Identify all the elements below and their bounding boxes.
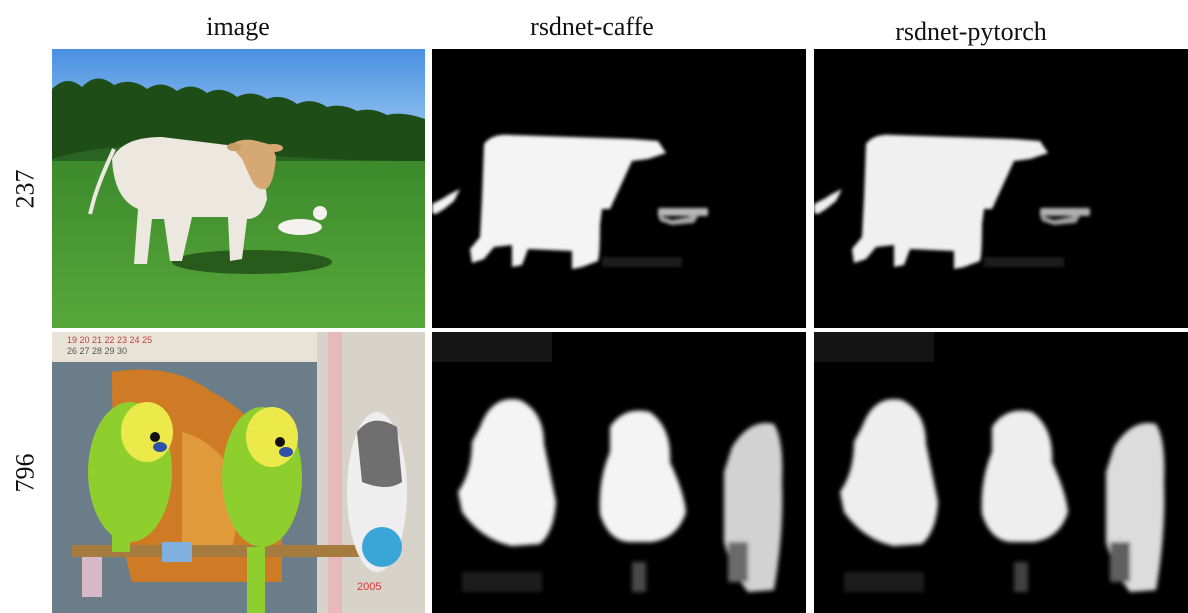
saliency-map-caffe-parakeets	[432, 332, 806, 613]
column-header-rsdnet-caffe: rsdnet-caffe	[530, 12, 654, 41]
saliency-map-pytorch-parakeets	[814, 332, 1188, 613]
calendar-dates-line2: 26 27 28 29 30	[67, 346, 127, 356]
image-cow-field	[52, 49, 425, 328]
column-header-image: image	[206, 12, 270, 41]
date-stamp: 2005	[357, 581, 381, 593]
saliency-map-pytorch-cow	[814, 49, 1188, 328]
column-header-rsdnet-pytorch: rsdnet-pytorch	[895, 17, 1047, 46]
image-parakeets: 19 20 21 22 23 24 25 26 27 28 29 30 2005	[52, 332, 425, 613]
calendar-dates-line1: 19 20 21 22 23 24 25	[67, 335, 152, 345]
saliency-map-caffe-cow	[432, 49, 806, 328]
row-label-796: 796	[10, 453, 39, 492]
row-label-237: 237	[10, 169, 39, 209]
